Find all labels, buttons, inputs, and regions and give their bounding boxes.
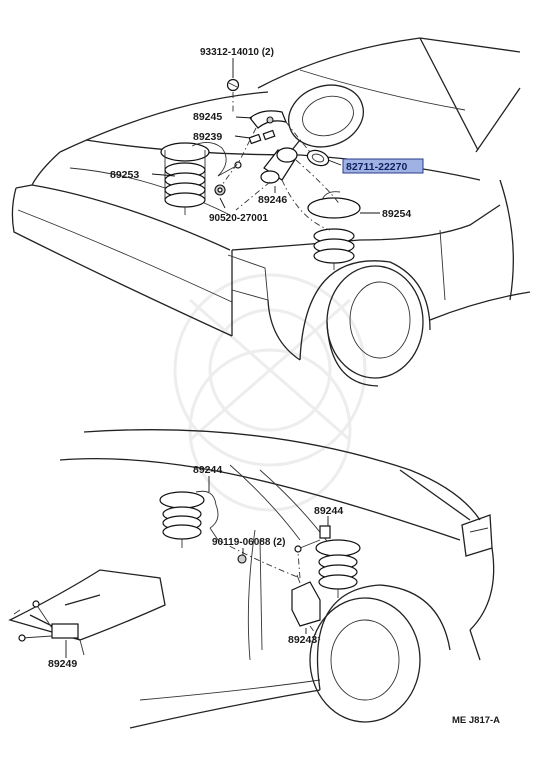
label-89239[interactable]: 89239 [193,131,222,143]
bolt-90119-shape [237,554,247,564]
connector-89239-shape [248,129,276,145]
sensor-89246-shape [260,147,298,184]
rear-car-outline [59,429,495,729]
label-89244-left[interactable]: 89244 [193,464,222,476]
bolt-93312-shape [226,78,240,92]
spiral-cable-82711-shape [306,149,330,167]
bracket-89245-shape [249,110,287,129]
strut-rear-left-shape [159,490,219,548]
label-89254[interactable]: 89254 [382,208,411,220]
steering-wheel [283,84,364,161]
nut-90520-shape [214,184,226,196]
lower-front-fender-outline [8,569,166,656]
top-harness-lines [221,92,341,231]
label-90119-06088[interactable]: 90119-06088 (2) [212,537,285,548]
label-89246[interactable]: 89246 [258,194,287,206]
label-89243[interactable]: 89243 [288,634,317,646]
top-leader-lines [151,58,380,214]
diagram-reference-code: ME J817-A [452,715,500,726]
strut-89253-shape [160,142,242,215]
strut-89254-shape [307,191,361,270]
watermark-emblem [173,273,367,512]
front-car-outline [11,37,531,387]
bottom-leader-lines [65,476,329,658]
label-89244-right[interactable]: 89244 [314,505,343,517]
bottom-harness-lines [217,539,321,641]
sensor-89249-shape [18,600,79,642]
strut-rear-right-shape [294,525,361,598]
control-unit-89243-shape [291,574,321,627]
label-82711-22270[interactable]: 82711-22270 [346,161,407,173]
label-90520-27001[interactable]: 90520-27001 [209,213,268,224]
label-89245[interactable]: 89245 [193,111,222,123]
highlight-box [342,158,424,174]
label-89249[interactable]: 89249 [48,658,77,670]
label-93312-14010[interactable]: 93312-14010 (2) [200,47,274,58]
label-89253[interactable]: 89253 [110,169,139,181]
